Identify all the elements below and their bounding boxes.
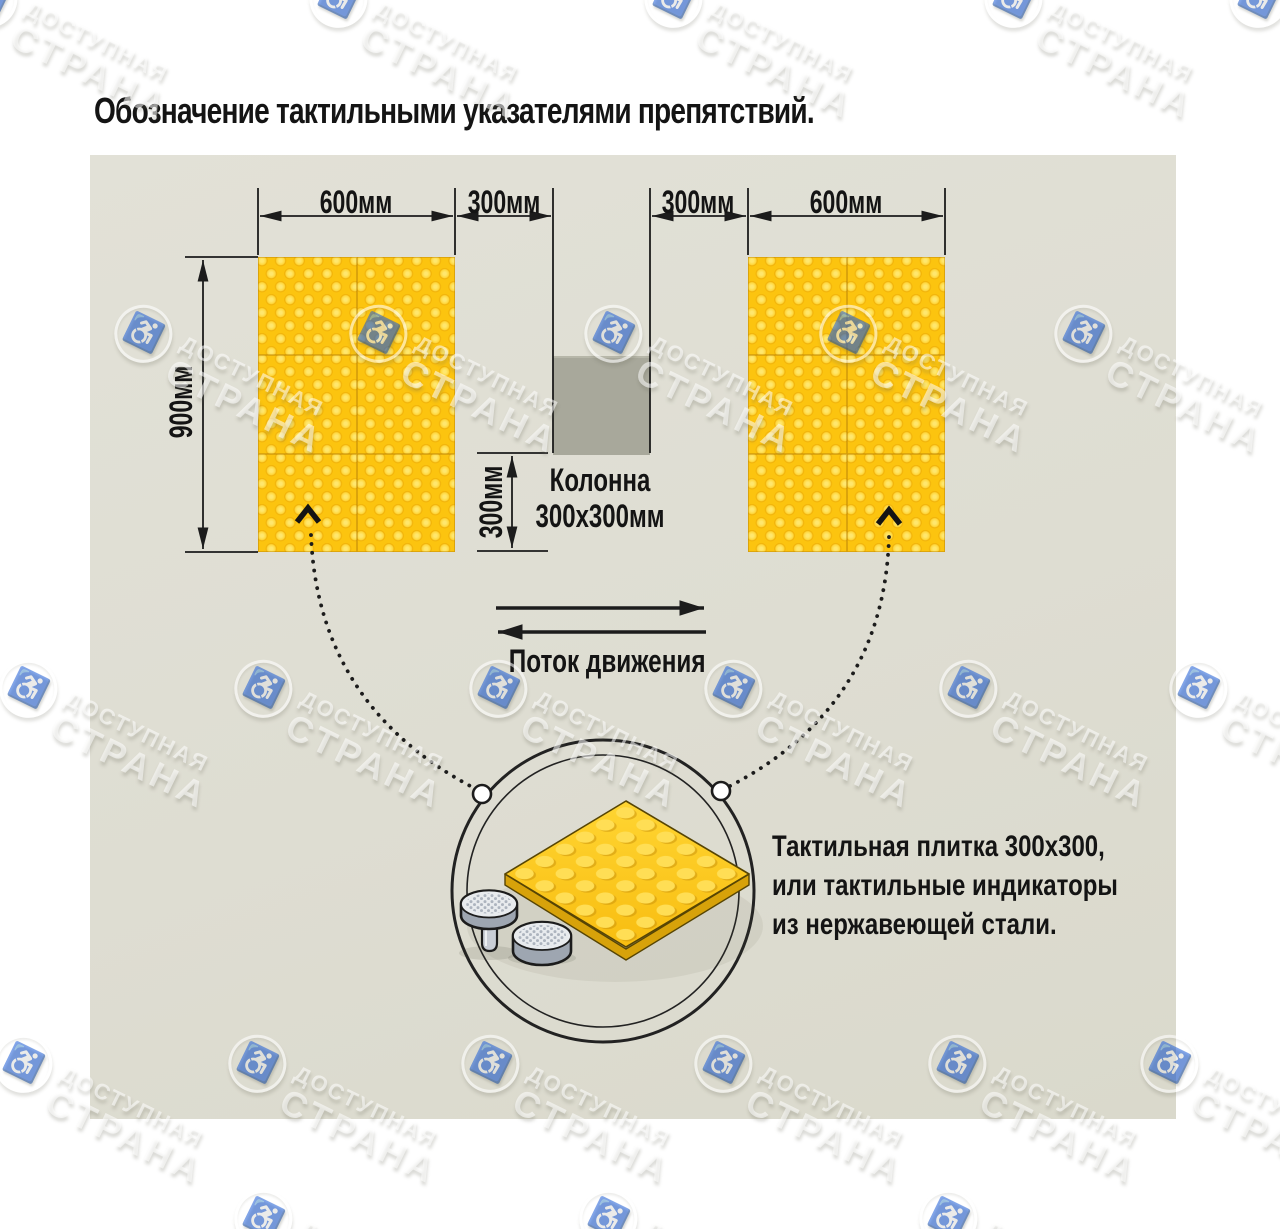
watermark-line1: ДОСТУПНАЯ [371, 0, 523, 87]
wheelchair-icon: ♿ [634, 0, 713, 38]
watermark-text: ДОСТУПНАЯ СТРАНА [1185, 1061, 1280, 1193]
watermark: ♿ ДОСТУПНАЯ СТРАНА [904, 1180, 1148, 1229]
wheelchair-icon: ♿ [0, 650, 68, 728]
tactile-tile [258, 257, 357, 356]
wheelchair-icon: ♿ [569, 1180, 648, 1229]
tactile-tile [846, 257, 945, 356]
watermark-text: ДОСТУПНАЯ СТРАНА [1029, 0, 1210, 128]
page-title: Обозначение тактильными указателями преп… [94, 90, 815, 131]
watermark-line1: ДОСТУПНАЯ [641, 1216, 805, 1229]
detail-caption-line1: Тактильная плитка 300х300, [772, 830, 1105, 863]
wheelchair-icon: ♿ [299, 0, 378, 38]
column-label-line1: Колонна [549, 462, 651, 498]
watermark-line1: ДОСТУПНАЯ [1202, 1060, 1280, 1152]
detail-caption-line2: или тактильные индикаторы [772, 869, 1118, 902]
tactile-tile [748, 355, 847, 454]
dim-label-left-300: 300мм [467, 184, 541, 220]
wheelchair-icon: ♿ [909, 1180, 988, 1229]
watermark: ♿ ДОСТУПНАЯ СТРАНА [219, 1180, 463, 1229]
tactile-tile [356, 257, 455, 356]
watermark-text: ДОСТУПНАЯ СТРАНА [964, 1216, 1145, 1229]
dim-label-right-600: 600мм [809, 184, 883, 220]
flow-label: Поток движения [508, 643, 706, 679]
watermark-text: ДОСТУПНАЯ СТРАНА [1214, 686, 1280, 818]
watermark-line1: ДОСТУПНАЯ [21, 0, 173, 87]
tactile-tile [748, 453, 847, 552]
diagram-board [90, 155, 1176, 1119]
watermark-line1: ДОСТУПНАЯ [1046, 0, 1198, 87]
tactile-tile [356, 453, 455, 552]
tactile-tile [846, 355, 945, 454]
watermark-line2: СТРАНА [1274, 15, 1280, 127]
dim-label-900: 900мм [163, 365, 199, 439]
watermark-text: ДОСТУПНАЯ СТРАНА [624, 1216, 805, 1229]
wheelchair-icon: ♿ [1219, 0, 1280, 38]
watermark-line1: ДОСТУПНАЯ [296, 1216, 460, 1229]
watermark-line1: ДОСТУПНАЯ [1231, 685, 1280, 777]
watermark-text: ДОСТУПНАЯ СТРАНА [1274, 0, 1280, 128]
column-label-line2: 300х300мм [535, 498, 665, 534]
watermark: ♿ ДОСТУПНАЯ СТРАНА [1214, 0, 1280, 128]
column-obstacle [553, 356, 650, 455]
watermark-text: ДОСТУПНАЯ СТРАНА [279, 1216, 460, 1229]
wheelchair-icon: ♿ [224, 1180, 303, 1229]
tactile-tile [748, 257, 847, 356]
column-label: Колонна 300х300мм [518, 462, 683, 534]
wheelchair-icon: ♿ [0, 0, 28, 38]
watermark-line2: СТРАНА [1185, 1080, 1280, 1192]
watermark-line1: ДОСТУПНАЯ [706, 0, 858, 87]
watermark-line2: СТРАНА [1029, 15, 1201, 127]
detail-caption-line3: из нержавеющей стали. [772, 908, 1057, 941]
watermark: ♿ ДОСТУПНАЯ СТРАНА [564, 1180, 808, 1229]
tactile-tile [356, 355, 455, 454]
dim-label-right-300: 300мм [661, 184, 735, 220]
tactile-tile [258, 355, 357, 454]
tactile-tile [258, 453, 357, 552]
wheelchair-icon: ♿ [0, 1025, 63, 1103]
watermark: ♿ ДОСТУПНАЯ СТРАНА [969, 0, 1213, 128]
tactile-panel-left [258, 257, 455, 552]
tactile-tile [846, 453, 945, 552]
dim-label-column-300: 300мм [473, 465, 509, 539]
dim-label-left-600: 600мм [319, 184, 393, 220]
detail-caption: Тактильная плитка 300х300, или тактильны… [772, 827, 1118, 944]
wheelchair-icon: ♿ [974, 0, 1053, 38]
tactile-panel-right [748, 257, 945, 552]
watermark-line2: СТРАНА [1214, 705, 1280, 817]
watermark-line1: ДОСТУПНАЯ [981, 1216, 1145, 1229]
